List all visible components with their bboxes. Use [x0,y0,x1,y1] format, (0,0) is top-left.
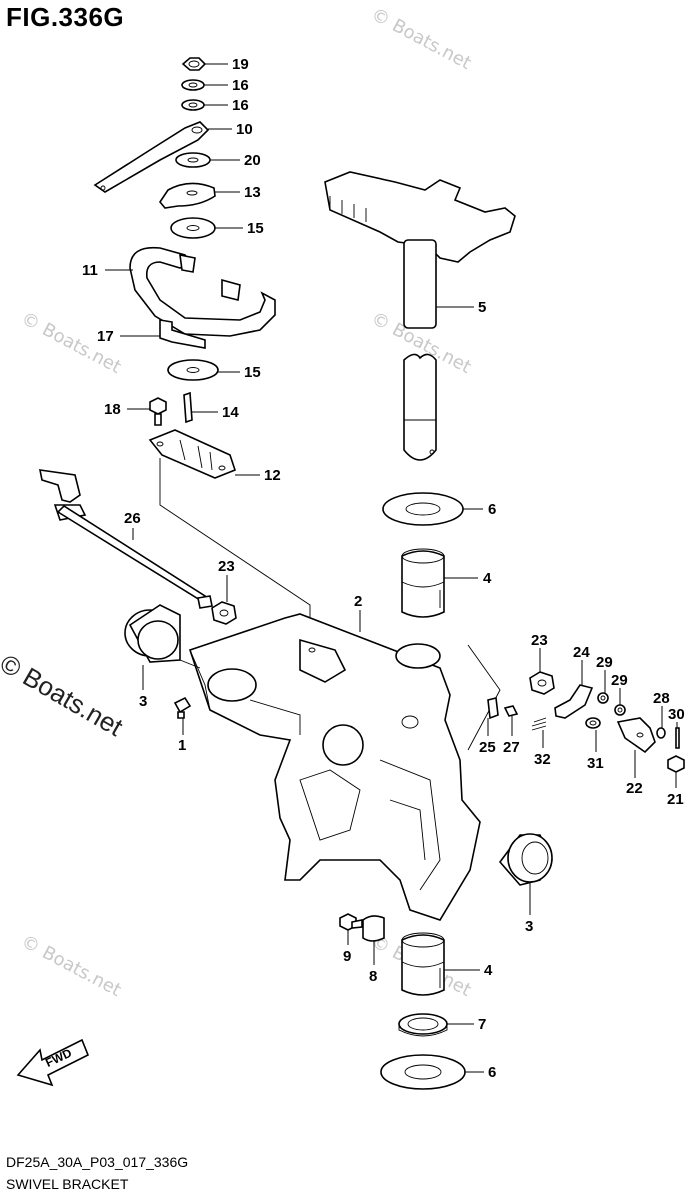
part-11-tilt-handle [129,246,276,337]
part-31-spring [585,717,601,729]
callout-20: 20 [244,152,261,169]
callout-32: 32 [534,751,551,768]
part-7-washer [398,1013,448,1037]
part-12-bracket-plate [148,429,236,479]
part-21-nut [667,755,685,773]
figure-title: FIG.336G [6,2,125,32]
callout-14: 14 [222,404,239,421]
part-29-washer [614,704,626,716]
part-26-tilt-rod [38,469,213,609]
callout-29: 29 [596,654,613,671]
callout-18: 18 [104,401,121,418]
part-24-lever [554,684,594,719]
part-3-bushing [124,604,181,663]
part-15-washer [167,359,219,381]
part-6-washer [380,1054,466,1090]
callout-5: 5 [478,299,486,316]
part-13-stopper-plate [159,182,216,209]
leader-line [467,644,501,751]
callouts [105,63,678,1073]
part-15-washer [170,217,216,239]
part-25-clip [487,697,499,720]
part-29-washer [597,692,609,704]
callout-11: 11 [82,262,98,279]
callout-4: 4 [484,962,493,979]
part-16-washer [181,99,205,111]
callout-23: 23 [218,558,235,575]
part-30-pin [675,727,680,749]
callout-13: 13 [244,184,261,201]
callout-22: 22 [626,780,643,797]
callout-3: 3 [525,918,533,935]
callout-6: 6 [488,1064,496,1081]
callout-1: 1 [178,737,186,754]
callout-2: 2 [354,593,362,610]
callout-19: 19 [232,56,249,73]
part-16-washer [181,79,205,91]
callout-10: 10 [236,121,253,138]
part-18-bolt [149,397,167,426]
part-5-steering-bracket [324,171,516,461]
callout-28: 28 [653,690,670,707]
part-27-bolt [503,705,519,717]
part-32-spring [531,717,547,731]
callout-6: 6 [488,501,496,518]
part-1-grease-nipple [173,696,192,719]
part-20-washer [175,152,211,168]
fwd-arrow-icon: FWD [16,1038,90,1087]
part-28-washer [656,727,666,739]
part-17-clip [159,319,206,349]
part-23-nut [529,671,555,695]
part-4-bushing [401,932,445,996]
callout-25: 25 [479,739,496,756]
figure-name: SWIVEL BRACKET [6,1176,129,1192]
callout-15: 15 [244,364,261,381]
callout-3: 3 [139,693,147,710]
part-14-pin [183,391,193,424]
callout-30: 30 [668,706,685,723]
callout-12: 12 [264,467,281,484]
part-19-nut [181,57,207,71]
part-3-bushing [498,833,553,886]
callout-21: 21 [667,791,684,808]
watermark-text: © Boats.net [18,931,125,1001]
callout-15: 15 [247,220,264,237]
callout-27: 27 [503,739,520,756]
part-22-plate [616,717,656,754]
part-8-stopper [362,915,385,942]
callout-8: 8 [369,968,377,985]
watermark-text: © Boats.net [368,4,475,74]
part-4-bushing [401,548,445,618]
callout-23: 23 [531,632,548,649]
callout-4: 4 [483,570,492,587]
callout-16: 16 [232,97,249,114]
part-10-lever-arm [93,121,210,193]
callout-29: 29 [611,672,628,689]
callout-7: 7 [478,1016,486,1033]
callout-labels: 19 16 16 10 20 13 15 11 17 15 18 14 12 5… [82,56,685,1081]
part-2-swivel-bracket [188,613,481,921]
callout-9: 9 [343,948,351,965]
callout-24: 24 [573,644,590,661]
callout-17: 17 [97,328,114,345]
part-9-bolt [339,913,363,931]
leader-line [179,659,201,669]
callout-26: 26 [124,510,141,527]
figure-code: DF25A_30A_P03_017_336G [6,1154,189,1170]
part-23-nut [211,601,237,625]
part-6-washer [382,492,464,526]
callout-16: 16 [232,77,249,94]
callout-31: 31 [587,755,604,772]
